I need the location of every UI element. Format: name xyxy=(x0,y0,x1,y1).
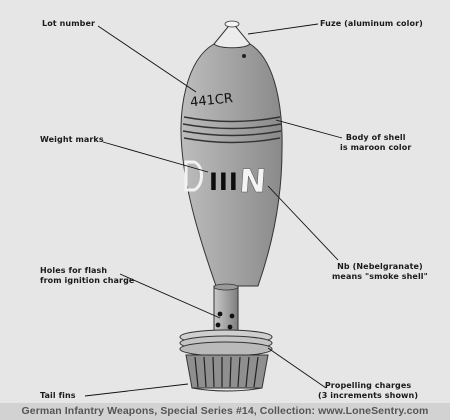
flash-hole xyxy=(229,313,235,319)
nb-letter: N xyxy=(238,162,267,200)
body-band-1 xyxy=(183,116,281,123)
leader-lot-number xyxy=(97,25,197,93)
flash-hole xyxy=(215,322,221,328)
label-body-line1: Body of shell xyxy=(345,133,406,142)
label-propelling-charges: Propelling charges (3 increments shown) xyxy=(318,381,418,401)
label-fuze: Fuze (aluminum color) xyxy=(320,19,423,28)
propelling-charge xyxy=(179,341,273,357)
label-tail-fins: Tail fins xyxy=(40,391,76,400)
label-holes-line1: Holes for flash xyxy=(40,266,108,275)
leader-nb xyxy=(267,185,339,261)
label-body-line2: is maroon color xyxy=(340,143,412,152)
shell-body xyxy=(180,43,283,287)
label-body-of-shell: Body of shell is maroon color xyxy=(340,133,411,153)
leader-fuze xyxy=(247,23,319,35)
label-nb-line2: means "smoke shell" xyxy=(332,272,428,281)
source-footer: German Infantry Weapons, Special Series … xyxy=(0,403,450,420)
body-band-4 xyxy=(183,137,281,144)
leader-holes xyxy=(119,273,221,319)
label-propelling-line2: (3 increments shown) xyxy=(318,391,419,400)
side-letter-d xyxy=(184,160,203,192)
body-band-2 xyxy=(182,123,282,130)
leader-tail-fins xyxy=(84,383,189,397)
label-propelling-line1: Propelling charges xyxy=(324,381,412,390)
leader-propelling xyxy=(267,347,327,389)
flash-hole xyxy=(217,311,223,317)
weight-marks-text: III xyxy=(209,168,239,196)
body-band-3 xyxy=(182,130,282,137)
fuze-vent xyxy=(242,54,246,58)
fuze xyxy=(213,21,251,49)
lot-code: 441CR xyxy=(189,91,233,110)
label-holes-line2: from ignition charge xyxy=(40,276,135,285)
leader-weight-marks xyxy=(102,141,209,173)
flash-hole xyxy=(227,324,233,330)
label-weight-marks: Weight marks xyxy=(40,135,104,144)
fuze-tip xyxy=(224,20,240,28)
label-nb-line1: Nb (Nebelgranate) xyxy=(337,262,423,271)
leader-body xyxy=(275,119,343,139)
label-holes-for-flash: Holes for flash from ignition charge xyxy=(40,266,134,286)
label-lot-number: Lot number xyxy=(42,19,96,28)
label-nb: Nb (Nebelgranate) means "smoke shell" xyxy=(332,262,428,282)
tube-top xyxy=(213,283,239,291)
